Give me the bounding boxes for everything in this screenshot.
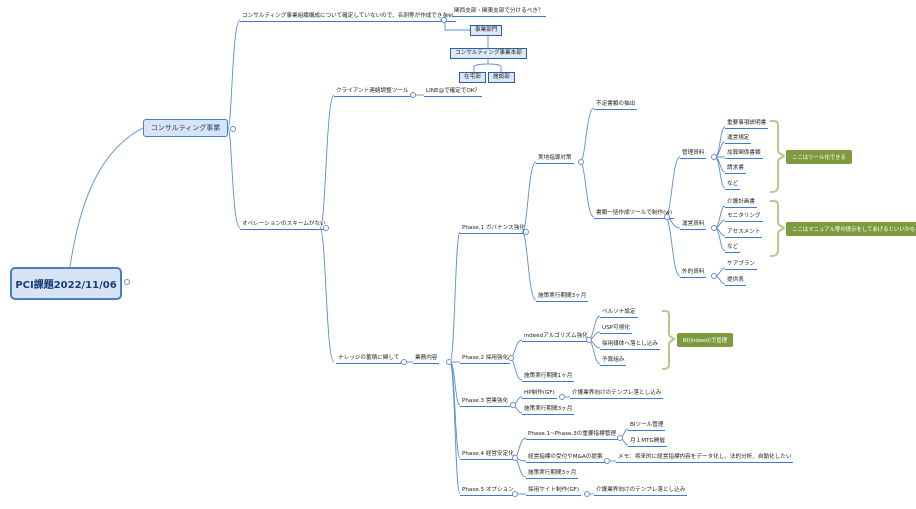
unei-item[interactable]: モニタリング	[725, 213, 763, 222]
org-box-zaitaku[interactable]: 在宅部	[459, 72, 486, 83]
collapse-toggle[interactable]	[586, 337, 592, 343]
gaiteki-item[interactable]: ケアプラン	[725, 261, 757, 270]
collapse-toggle[interactable]	[711, 225, 717, 231]
topic-indeed[interactable]: indeedアルゴリズム強化	[522, 333, 590, 342]
collapse-toggle[interactable]	[711, 273, 717, 279]
topic-kanri-shiryou[interactable]: 管理資料	[680, 150, 707, 159]
phase3-node[interactable]: Phase.3 営業強化	[460, 398, 511, 407]
topic-operation-scheme[interactable]: オペレーションのスキームがない	[240, 221, 328, 230]
indeed-item[interactable]: USP可視化	[600, 325, 632, 334]
phase2-node[interactable]: Phase.2 採用強化	[460, 355, 511, 364]
collapse-toggle[interactable]	[323, 225, 329, 231]
main-topic-node[interactable]: コンサルティング事業	[143, 119, 228, 137]
indeed-item[interactable]: 予算組み	[600, 357, 627, 366]
topic-saiyou-site[interactable]: 採用サイト制作(GF)	[526, 487, 582, 496]
root-node[interactable]: PCI課題2022/11/06	[10, 267, 122, 300]
phase1-period[interactable]: 施策実行期間3ヶ月	[536, 293, 589, 302]
main-topic-label: コンサルティング事業	[150, 124, 221, 132]
org-box-jigyou-bumon[interactable]: 事業部門	[470, 25, 503, 36]
collapse-toggle[interactable]	[559, 394, 565, 400]
collapse-toggle[interactable]	[230, 126, 236, 132]
kpi-item[interactable]: 月１MTG開催	[628, 438, 667, 447]
topic-client-tool[interactable]: クライアント連絡調整ツール	[334, 88, 411, 97]
kpi-item[interactable]: BIツール管理	[628, 422, 666, 431]
phase4-period[interactable]: 施策実行期間3ヶ月	[526, 470, 579, 479]
topic-gaiteki-shiryou[interactable]: 外的資料	[680, 269, 707, 278]
topic-kpi-kanri[interactable]: Phase.1~Phase.3の重要指標管理	[526, 431, 618, 440]
callout-tool-ka[interactable]: ここはツール化できる	[786, 150, 852, 164]
collapse-toggle[interactable]	[446, 359, 452, 365]
topic-kansai-kanto-question[interactable]: 関西支部・関東支部で分けるべき？	[452, 8, 546, 17]
topic-hp-seisaku[interactable]: HP制作(GF)	[522, 390, 557, 399]
collapse-toggle[interactable]	[711, 154, 717, 160]
org-box-shisetsu[interactable]: 施設部	[488, 72, 515, 83]
callout-bi-indeed[interactable]: BI(Indeed)で管理	[677, 333, 734, 347]
topic-line-question[interactable]: LINE@で確定でOK？	[424, 88, 483, 97]
topic-ma-teian[interactable]: 経営指標の受付やM&Aの提案	[526, 454, 605, 463]
kanri-item[interactable]: 運営規定	[725, 135, 752, 144]
topic-unei-shiryou[interactable]: 運営資料	[680, 221, 707, 230]
unei-item[interactable]: など	[725, 244, 741, 253]
phase2-period[interactable]: 施策実行期間1ヶ月	[522, 373, 575, 382]
collapse-toggle[interactable]	[124, 279, 130, 285]
phase1-node[interactable]: Phase.1 ガバナンス強化	[460, 225, 527, 234]
topic-jisshi-shidou[interactable]: 実地指導対策	[536, 155, 574, 164]
topic-knowledge[interactable]: ナレッジの蓄積に関して	[336, 355, 402, 364]
unei-item[interactable]: 介護計画書	[725, 199, 757, 208]
phase5-node[interactable]: Phase.5 オプション	[460, 487, 516, 496]
collapse-toggle[interactable]	[510, 402, 516, 408]
collapse-toggle[interactable]	[523, 229, 529, 235]
collapse-toggle[interactable]	[512, 455, 518, 461]
collapse-toggle[interactable]	[508, 355, 514, 361]
collapse-toggle[interactable]	[584, 491, 590, 497]
collapse-toggle[interactable]	[401, 359, 407, 365]
collapse-toggle[interactable]	[410, 92, 416, 98]
topic-fubi-shorui[interactable]: 不足書類の抽出	[594, 101, 638, 110]
indeed-item[interactable]: ペルソナ設定	[600, 309, 638, 318]
root-label: PCI課題2022/11/06	[15, 280, 117, 291]
phase4-node[interactable]: Phase.4 経営安定化	[460, 451, 516, 460]
kanri-item[interactable]: 重要事項説明書	[725, 120, 769, 129]
org-box-consulting-honbu[interactable]: コンサルティング事業本部	[450, 48, 527, 59]
site-note[interactable]: 介護業界向けのテンプレ落とし込み	[594, 487, 688, 496]
callout-manual[interactable]: ここはマニュアル等の提示をしてあげるといいかも	[786, 222, 916, 236]
kanri-item[interactable]: 請求書	[725, 165, 746, 174]
memo-note[interactable]: メモ：将来的に経営指標内容をデータ化し、法的分析、自動化したい	[616, 454, 794, 463]
gaiteki-item[interactable]: 提供表	[725, 277, 746, 286]
collapse-toggle[interactable]	[578, 159, 584, 165]
indeed-item[interactable]: 採用媒体へ落とし込み	[600, 341, 660, 350]
topic-org-structure[interactable]: コンサルティング事業組織構成について確定していないので、名刺等が作成できない	[240, 13, 456, 22]
topic-shorui-tool[interactable]: 書類一括作成ツールで制作(w)	[594, 210, 675, 219]
collapse-toggle[interactable]	[604, 458, 610, 464]
collapse-toggle[interactable]	[664, 214, 670, 220]
collapse-toggle[interactable]	[441, 17, 447, 23]
kanri-item[interactable]: など	[725, 181, 741, 190]
collapse-toggle[interactable]	[512, 491, 518, 497]
kanri-item[interactable]: 加算関係書類	[725, 150, 763, 159]
unei-item[interactable]: アセスメント	[725, 229, 763, 238]
topic-gyomu-naiyou[interactable]: 業務内容	[413, 355, 440, 364]
phase3-period[interactable]: 施策実行期間3ヶ月	[522, 406, 575, 415]
collapse-toggle[interactable]	[617, 435, 623, 441]
hp-note[interactable]: 介護業界向けのテンプレ落とし込み	[570, 390, 664, 399]
